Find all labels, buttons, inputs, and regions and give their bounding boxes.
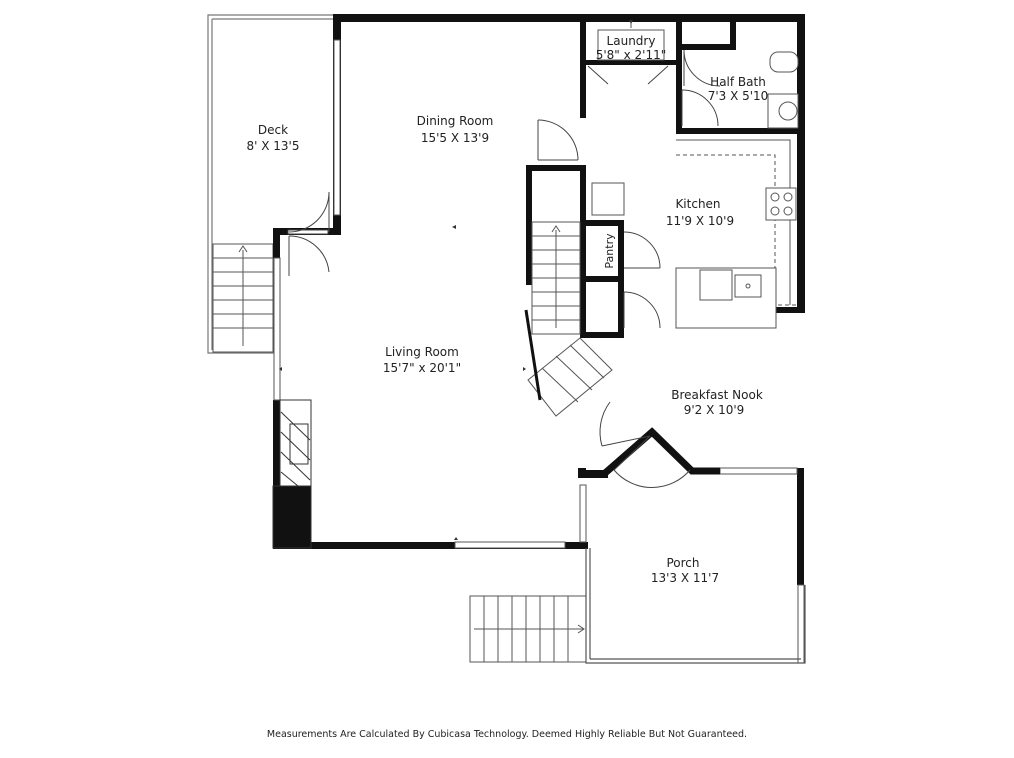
- pantry-name: Pantry: [603, 233, 616, 269]
- dining-room-name: Dining Room: [417, 114, 494, 128]
- porch-size: 13'3 X 11'7: [651, 571, 719, 585]
- laundry-name: Laundry: [607, 34, 656, 48]
- breakfast-nook-name: Breakfast Nook: [671, 388, 763, 402]
- porch-stairs: [469, 595, 587, 663]
- measurement-disclaimer: Measurements Are Calculated By Cubicasa …: [266, 729, 748, 740]
- laundry-appliances: [597, 22, 665, 61]
- living-room-size: 15'7" x 20'1": [383, 361, 461, 375]
- doors: [287, 49, 721, 488]
- fireplace: [272, 399, 312, 549]
- windows: [273, 39, 805, 664]
- deck-area: [207, 14, 335, 354]
- living-room-name: Living Room: [385, 345, 459, 359]
- angled-wall: [585, 427, 720, 663]
- kitchen-name: Kitchen: [675, 197, 720, 211]
- deck-size: 8' X 13'5: [247, 139, 300, 153]
- porch-name: Porch: [666, 556, 699, 570]
- ceiling-markers: [279, 20, 633, 540]
- bath-fixtures: [767, 51, 799, 129]
- laundry-size: 5'8" x 2'11": [596, 48, 667, 62]
- breakfast-nook-size: 9'2 X 10'9: [684, 403, 745, 417]
- deck-stairs: [212, 243, 274, 353]
- half-bath-size: 7'3 X 5'10: [708, 89, 769, 103]
- interior-stairs: [524, 221, 613, 417]
- deck-name: Deck: [258, 123, 288, 137]
- dining-room-size: 15'5 X 13'9: [421, 131, 489, 145]
- kitchen-size: 11'9 X 10'9: [666, 214, 734, 228]
- half-bath-name: Half Bath: [710, 75, 766, 89]
- kitchen-counters: [591, 139, 797, 329]
- interior-walls: [526, 14, 800, 478]
